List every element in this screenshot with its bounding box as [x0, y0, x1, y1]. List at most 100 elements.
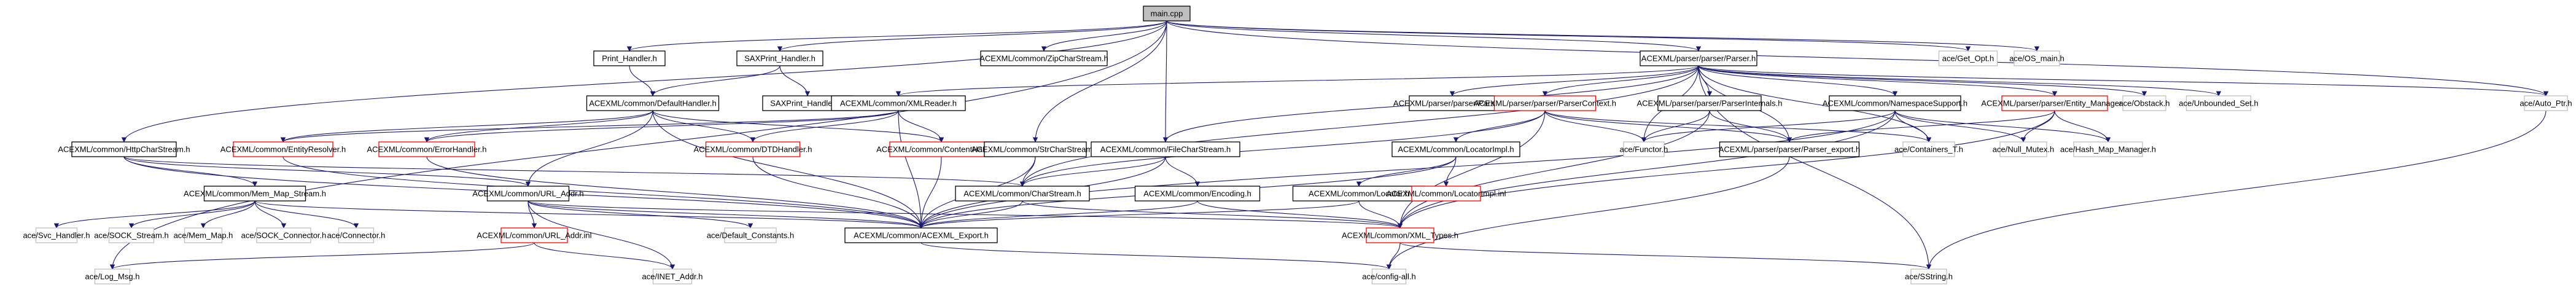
node-box[interactable]: [486, 186, 570, 202]
node-urladdr[interactable]: ACEXML/common/URL_Addr.h: [472, 186, 584, 202]
node-box[interactable]: [1366, 227, 1434, 243]
node-box[interactable]: [844, 227, 998, 243]
node-encoding[interactable]: ACEXML/common/Encoding.h: [1134, 186, 1261, 202]
node-memmap[interactable]: ACEXML/common/Mem_Map_Stream.h: [184, 186, 326, 202]
node-label: ACEXML/common/DefaultHandler.h: [589, 99, 716, 108]
node-dtdhandler[interactable]: ACEXML/common/DTDHandler.h: [694, 141, 812, 157]
node-parserinternals[interactable]: ACEXML/parser/parser/ParserInternals.h: [1637, 95, 1783, 111]
node-locimpl[interactable]: ACEXML/common/LocatorImpl.h: [1391, 141, 1520, 157]
node-nssupport[interactable]: ACEXML/common/NamespaceSupport.h: [1823, 95, 1967, 111]
node-box[interactable]: [980, 50, 1108, 66]
node-box[interactable]: [1719, 141, 1860, 157]
node-box[interactable]: [1292, 186, 1426, 202]
node-locimpl_inl[interactable]: ACEXML/common/LocatorImpl.inl: [1386, 186, 1506, 202]
node-acexmlexport[interactable]: ACEXML/common/ACEXML_Export.h: [844, 227, 998, 243]
node-parsercontext[interactable]: ACEXML/parser/parser/ParserContext.h: [1474, 95, 1616, 111]
node-box[interactable]: [1143, 6, 1191, 22]
edge-autoptr-to-sstring: [1929, 110, 2547, 269]
edge-locator-to-xmltypes: [1358, 200, 1400, 229]
node-box[interactable]: [831, 95, 966, 111]
node-label: ACEXML/common/DTDHandler.h: [694, 145, 812, 154]
node-label: ACEXML/common/XML_Types.h: [1342, 231, 1458, 240]
node-contenthandler[interactable]: ACEXML/common/ContentHandler.h: [876, 141, 1006, 157]
edge-parserinternals-to-xmltypes: [1400, 110, 1710, 228]
node-box[interactable]: [705, 141, 801, 157]
node-box[interactable]: [1391, 141, 1520, 157]
node-label: ACEXML/common/Locator.h: [1309, 189, 1409, 198]
node-entitymgr[interactable]: ACEXML/parser/parser/Entity_Manager.h: [1981, 95, 2128, 111]
edge-urladdr_inl-to-inetaddr: [534, 242, 672, 270]
edge-defhandler-to-entityres: [283, 110, 653, 143]
node-label: ACEXML/common/CharStream.h: [963, 189, 1081, 198]
node-label: ace/Mem_Map.h: [174, 231, 233, 240]
node-hashmap: ace/Hash_Map_Manager.h: [2060, 141, 2156, 157]
node-label: Print_Handler.h: [602, 54, 657, 63]
node-entityres[interactable]: ACEXML/common/EntityResolver.h: [220, 141, 346, 157]
node-label: ace/Connector.h: [327, 231, 386, 240]
edge-urladdr-to-acexmlexport: [527, 200, 921, 229]
node-strcs[interactable]: ACEXML/common/StrCharStream.h: [971, 141, 1099, 157]
node-box[interactable]: [1640, 50, 1757, 66]
node-sstring: ace/SString.h: [1905, 269, 1953, 284]
node-box[interactable]: [1493, 95, 1597, 111]
edge-parsercontext-to-charstream: [1022, 110, 1546, 186]
node-filecs[interactable]: ACEXML/common/FileCharStream.h: [1091, 141, 1240, 157]
edge-main-to-filecs: [1165, 20, 1167, 142]
edge-print_h-to-defhandler: [629, 65, 653, 96]
node-parser_inl[interactable]: ACEXML/parser/parser/Parser.inl: [1393, 95, 1511, 111]
node-box[interactable]: [1091, 141, 1240, 157]
node-label: ACEXML/common/URL_Addr.h: [472, 189, 583, 198]
node-box[interactable]: [955, 186, 1090, 202]
node-print_h[interactable]: Print_Handler.h: [593, 50, 666, 66]
node-label: SAXPrint_Handler.h: [744, 54, 815, 63]
edge-saxprint_h-to-defhandler: [653, 65, 780, 96]
node-httpcs[interactable]: ACEXML/common/HttpCharStream.h: [58, 141, 190, 157]
node-parser_h[interactable]: ACEXML/parser/parser/Parser.h: [1640, 50, 1757, 66]
node-box[interactable]: [1829, 95, 1961, 111]
node-locator[interactable]: ACEXML/common/Locator.h: [1292, 186, 1426, 202]
node-box[interactable]: [71, 141, 177, 157]
node-defconst: ace/Default_Constants.h: [707, 227, 794, 243]
node-label: ACEXML/common/Mem_Map_Stream.h: [184, 189, 326, 198]
node-box[interactable]: [500, 227, 568, 243]
node-box: [94, 269, 131, 284]
node-box[interactable]: [1411, 186, 1481, 202]
edge-nssupport-to-functor: [1644, 110, 1896, 143]
node-main[interactable]: main.cpp: [1143, 6, 1191, 22]
node-box[interactable]: [1134, 186, 1261, 202]
node-box[interactable]: [889, 141, 994, 157]
node-box: [1938, 50, 1998, 66]
node-xmlreader[interactable]: ACEXML/common/XMLReader.h: [831, 95, 966, 111]
node-xmltypes[interactable]: ACEXML/common/XML_Types.h: [1342, 227, 1458, 243]
node-box[interactable]: [586, 95, 720, 111]
node-box[interactable]: [233, 141, 333, 157]
node-urladdr_inl[interactable]: ACEXML/common/URL_Addr.inl: [477, 227, 592, 243]
node-box[interactable]: [736, 50, 823, 66]
node-box: [652, 269, 693, 284]
node-containers: ace/Containers_T.h: [1894, 141, 1963, 157]
node-box[interactable]: [2001, 95, 2108, 111]
node-defhandler[interactable]: ACEXML/common/DefaultHandler.h: [586, 95, 720, 111]
node-zip[interactable]: ACEXML/common/ZipCharStream.h: [979, 50, 1108, 66]
node-box[interactable]: [203, 186, 306, 202]
node-box[interactable]: [984, 141, 1087, 157]
node-saxprint_h[interactable]: SAXPrint_Handler.h: [736, 50, 823, 66]
node-box[interactable]: [593, 50, 666, 66]
node-box: [184, 227, 223, 243]
node-label: ace/Get_Opt.h: [1942, 54, 1994, 63]
node-box[interactable]: [1657, 95, 1762, 111]
node-sockconn: ace/SOCK_Connector.h: [241, 227, 326, 243]
node-box[interactable]: [1409, 95, 1496, 111]
node-box: [2073, 141, 2143, 157]
edge-strcs-to-charstream: [1022, 156, 1036, 186]
edge-locimpl-to-locator: [1359, 156, 1457, 187]
node-label: ACEXML/parser/parser/Parser.h: [1641, 54, 1756, 63]
node-label: ACEXML/common/StrCharStream.h: [971, 145, 1099, 154]
node-box[interactable]: [378, 141, 475, 157]
node-label: ACEXML/common/XMLReader.h: [840, 99, 957, 108]
node-errhandler[interactable]: ACEXML/common/ErrorHandler.h: [367, 141, 487, 157]
node-parserexport[interactable]: ACEXML/parser/parser/Parser_export.h: [1719, 141, 1860, 157]
node-charstream[interactable]: ACEXML/common/CharStream.h: [955, 186, 1090, 202]
edge-urladdr_inl-to-logmsg: [112, 242, 535, 270]
edge-parsercontext-to-containers: [1544, 110, 1929, 143]
